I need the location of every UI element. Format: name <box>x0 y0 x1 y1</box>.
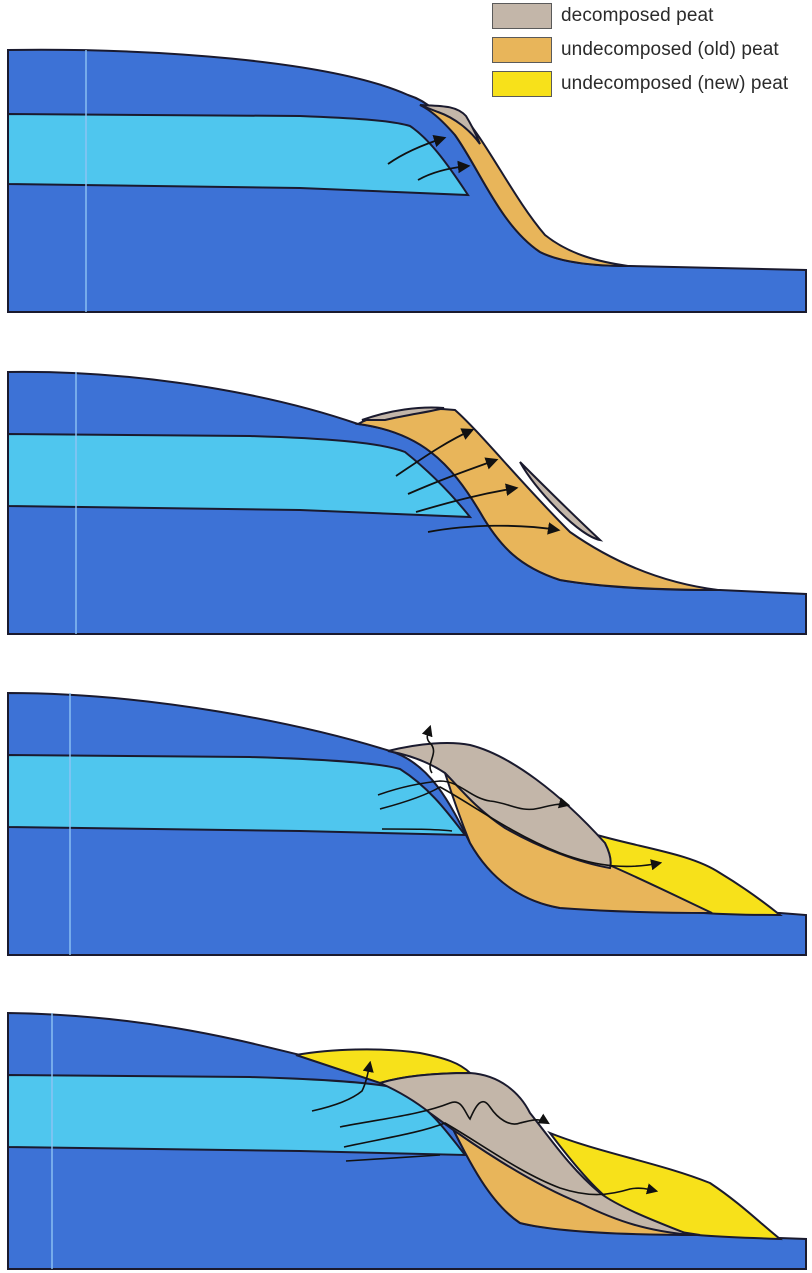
stage-2-panel <box>0 362 812 640</box>
aquifer-layer <box>8 114 468 195</box>
stage-4-panel <box>0 1003 812 1271</box>
legend-label-decomposed-peat: decomposed peat <box>561 5 714 27</box>
stage-3-panel <box>0 683 812 961</box>
stage-1-panel <box>0 40 812 320</box>
legend-item-decomposed-peat: decomposed peat <box>492 2 714 30</box>
swatch-decomposed-peat <box>492 3 552 29</box>
